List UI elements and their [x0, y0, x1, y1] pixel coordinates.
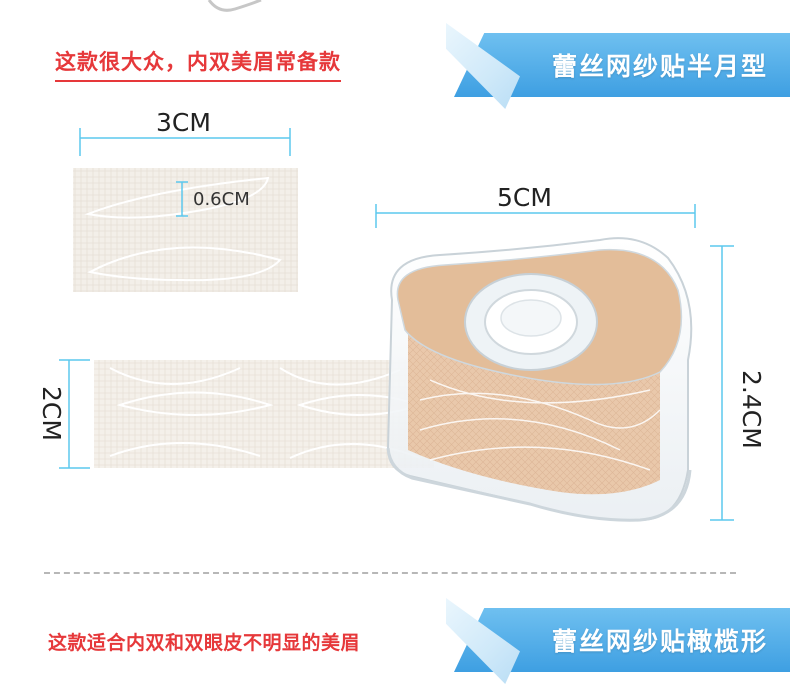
bottom-title-banner: 蕾丝网纱贴橄榄形 — [446, 598, 790, 684]
roll-dimension-2.4cm — [710, 245, 734, 521]
bottom-note-text: 这款适合内双和双眼皮不明显的美眉 — [48, 632, 361, 654]
top-title-banner: 蕾丝网纱贴半月型 — [446, 23, 790, 109]
roll-height-label: 2.4CM — [737, 370, 766, 449]
top-note-text: 这款很大众，内双美眉常备款 — [55, 50, 341, 74]
crescent-height-label: 0.6CM — [193, 189, 250, 210]
crescent-dimension-0.6cm — [176, 181, 188, 217]
crescent-bottom — [87, 246, 282, 282]
tape-roll-case — [386, 237, 693, 522]
roll-dimension-5cm — [375, 204, 696, 228]
section-divider — [44, 572, 736, 574]
roll-width-label: 5CM — [497, 183, 552, 212]
top-hook-decoration — [207, 0, 262, 12]
swatch-dimension-3cm — [79, 128, 291, 156]
crescent-top — [84, 176, 270, 219]
top-note-underline — [55, 80, 341, 82]
top-title-text: 蕾丝网纱贴半月型 — [551, 52, 768, 81]
bottom-note: 这款适合内双和双眼皮不明显的美眉 — [48, 628, 360, 655]
strip-height-label: 2CM — [37, 386, 66, 441]
top-note: 这款很大众，内双美眉常备款 — [55, 46, 341, 82]
swatch-width-label: 3CM — [156, 108, 211, 137]
bottom-title-text: 蕾丝网纱贴橄榄形 — [551, 627, 768, 656]
strip-dimension-2cm — [59, 359, 90, 469]
